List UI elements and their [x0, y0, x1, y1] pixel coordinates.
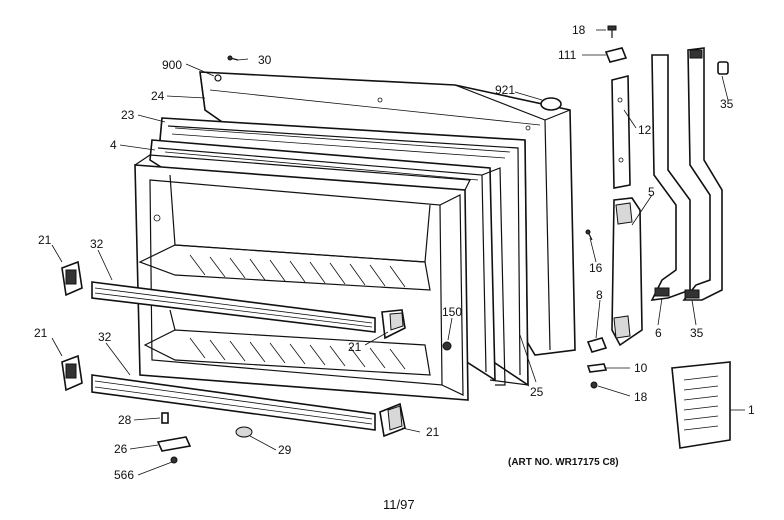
- callout-900: 900: [162, 58, 182, 72]
- clip-8: [586, 337, 608, 353]
- callout-6: 6: [655, 326, 662, 340]
- callout-8: 8: [596, 288, 603, 302]
- callout-25: 25: [530, 385, 544, 399]
- callout-18-bot: 18: [634, 390, 648, 404]
- lower-shelf-ribs: [189, 337, 406, 370]
- callout-23: 23: [121, 108, 135, 122]
- callout-5: 5: [648, 185, 655, 199]
- callout-30: 30: [258, 53, 272, 67]
- callout-labels: 18 111 900 30 921 24 23 4 12 35 5 16 21 …: [34, 23, 755, 482]
- end-cap-upper-right: [381, 309, 406, 340]
- inner-door-liner: [134, 154, 471, 401]
- end-cap-lower-left: [61, 354, 83, 392]
- handle-cap: [717, 61, 729, 75]
- callout-921: 921: [495, 83, 515, 97]
- callout-29: 29: [278, 443, 292, 457]
- callout-35-top: 35: [720, 97, 734, 111]
- callout-18-top: 18: [572, 23, 586, 37]
- part-28: [161, 412, 169, 424]
- end-cap-upper-left: [61, 260, 83, 297]
- part-29: [235, 426, 253, 438]
- handle-left: [650, 54, 691, 301]
- screw-30: [227, 55, 239, 61]
- screw-top: [607, 25, 617, 38]
- footer-date: 11/97: [383, 497, 415, 512]
- callout-4: 4: [110, 138, 117, 152]
- plug-150: [442, 341, 452, 351]
- callout-21-a: 21: [38, 233, 52, 247]
- callout-566: 566: [114, 468, 134, 482]
- end-cap-lower-right: [379, 402, 406, 438]
- callout-21-c: 21: [348, 340, 362, 354]
- hinge-cover: [611, 74, 631, 189]
- handle-bracket: [611, 197, 643, 347]
- part-26: [156, 436, 192, 452]
- callout-111: 111: [558, 48, 577, 62]
- callout-28: 28: [118, 413, 132, 427]
- callout-32-b: 32: [98, 330, 112, 344]
- callout-16: 16: [589, 261, 603, 275]
- screw-18-bottom: [590, 381, 598, 389]
- leader-lines: [51, 29, 745, 476]
- art-number: (ART NO. WR17175 C8): [508, 457, 619, 468]
- callout-12: 12: [638, 123, 652, 137]
- upper-shelf-bar: [91, 281, 376, 333]
- callout-150: 150: [442, 305, 462, 319]
- lower-shelf-bar: [91, 374, 376, 431]
- callout-1: 1: [748, 403, 755, 417]
- callout-26: 26: [114, 442, 128, 456]
- callout-10: 10: [634, 361, 648, 375]
- screw-16: [585, 229, 593, 241]
- callout-35-bot: 35: [690, 326, 704, 340]
- part-566: [170, 456, 178, 464]
- instruction-booklet: [671, 361, 731, 449]
- callout-21-d: 21: [426, 425, 440, 439]
- clip-10: [586, 363, 608, 373]
- upper-shelf-ribs: [189, 254, 406, 288]
- hinge-bracket-top: [604, 47, 628, 63]
- callout-21-b: 21: [34, 326, 48, 340]
- callout-32-a: 32: [90, 237, 104, 251]
- handle-right: [682, 47, 723, 301]
- callout-24: 24: [151, 89, 165, 103]
